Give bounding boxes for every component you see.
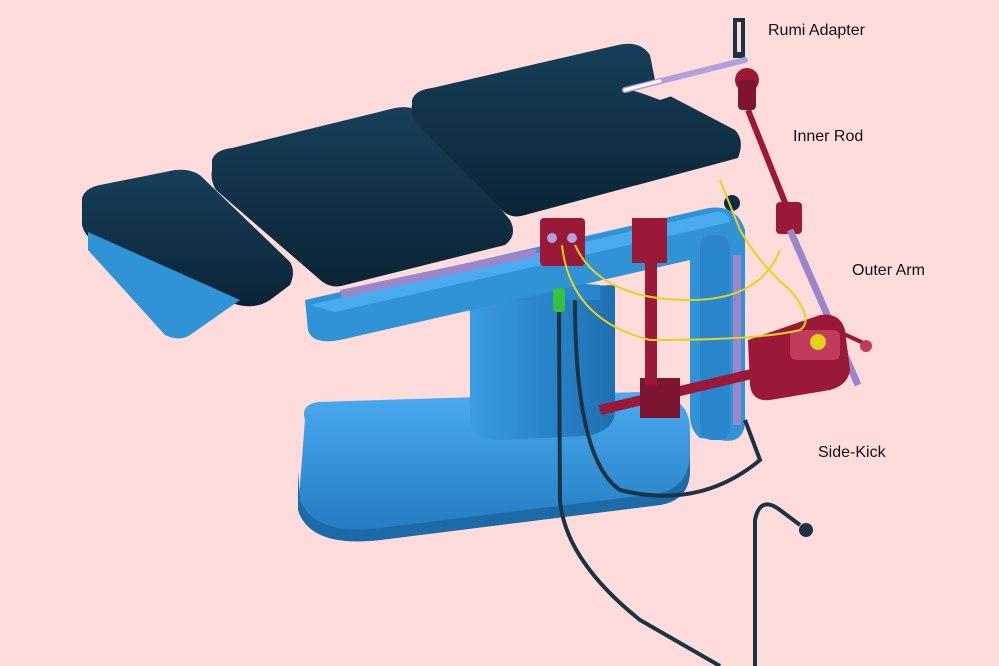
table-frame — [305, 195, 745, 441]
yellow-cable — [561, 179, 807, 342]
rail-clamp — [540, 218, 585, 266]
side-kick-upright — [645, 255, 657, 385]
cables — [553, 179, 813, 666]
label-outer-arm: Outer Arm — [852, 262, 925, 279]
green-connector — [553, 288, 565, 312]
rod-clamp — [776, 202, 802, 234]
label-side-kick: Side-Kick — [818, 444, 886, 461]
pad-seat — [211, 107, 514, 287]
rumi-adapter-assembly — [622, 18, 759, 110]
table-column — [470, 282, 615, 440]
pad-leg — [82, 169, 293, 307]
pad-back — [411, 43, 741, 217]
cable-end — [799, 523, 813, 537]
side-rail-lower — [340, 248, 538, 298]
table-pads — [82, 43, 741, 339]
label-rumi-adapter: Rumi Adapter — [768, 22, 865, 39]
side-kick-assembly — [598, 218, 850, 418]
side-rail-right — [733, 255, 741, 425]
label-inner-rod: Inner Rod — [793, 128, 864, 145]
arm-knob — [860, 340, 872, 352]
footswitch-cable — [753, 502, 802, 666]
dark-cable — [557, 311, 721, 666]
inner-rod — [745, 108, 793, 217]
